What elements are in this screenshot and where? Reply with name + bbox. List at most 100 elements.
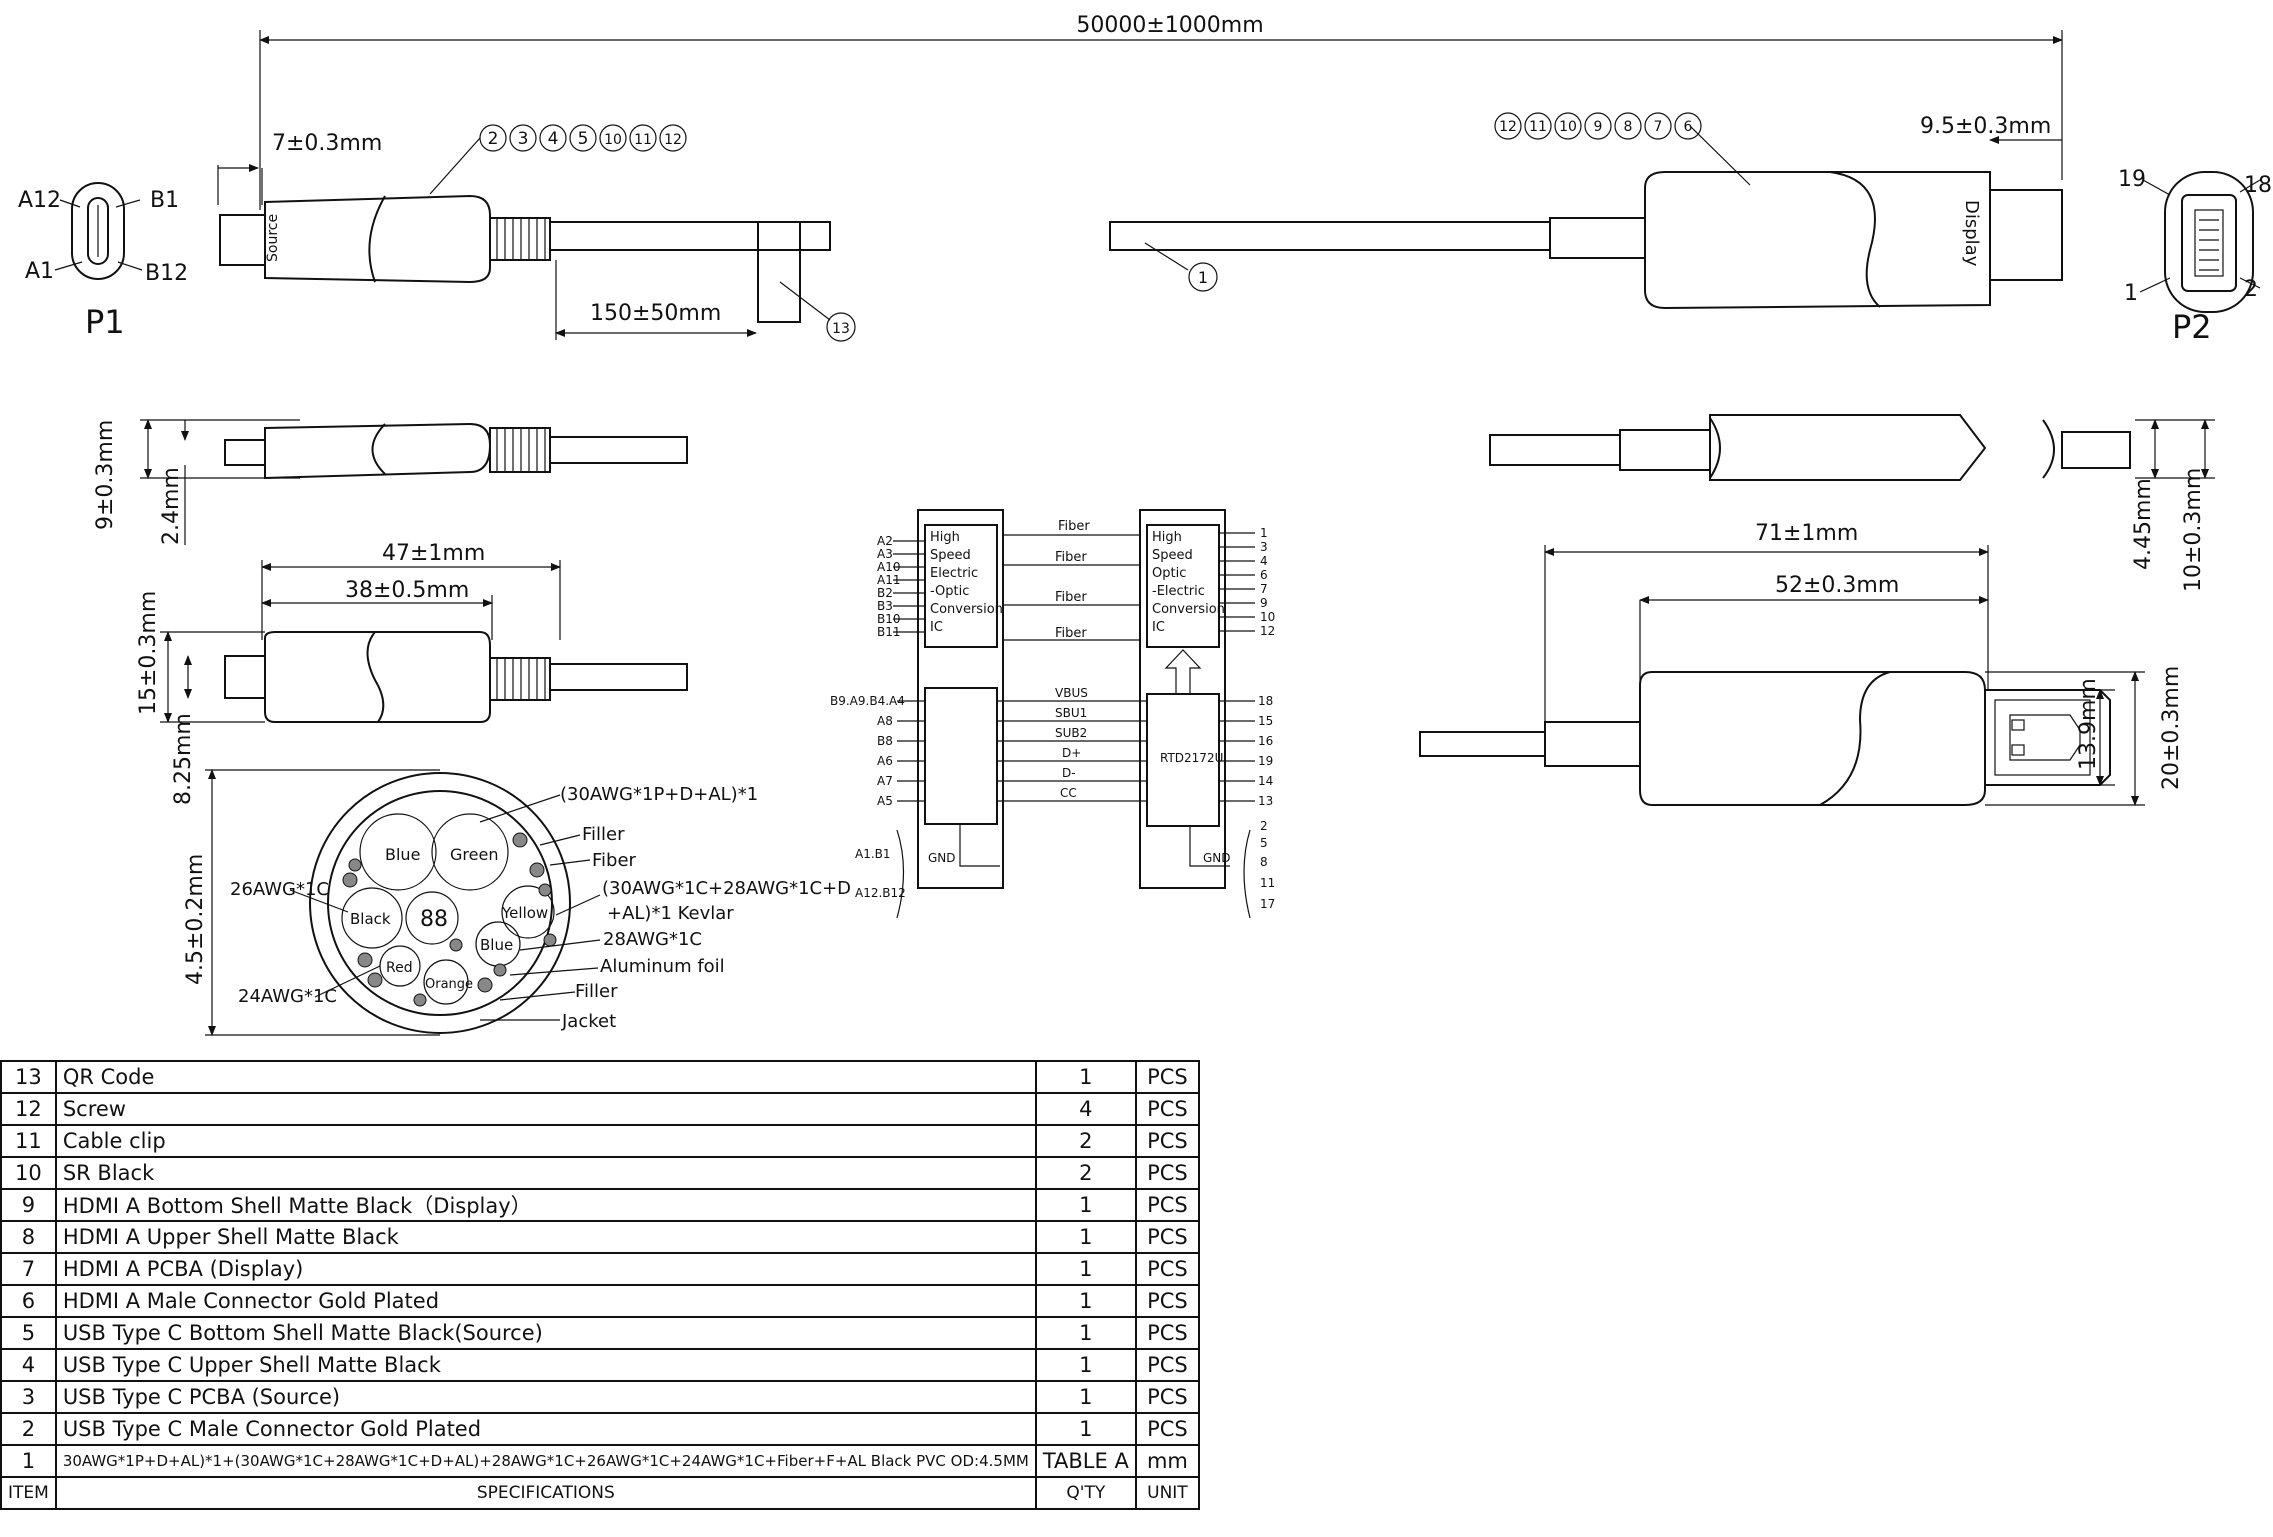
svg-text:19: 19 — [2118, 167, 2146, 192]
bom-item: 9 — [0, 1188, 57, 1222]
p2-lead-dimension: 9.5±0.3mm — [1920, 114, 2062, 144]
p2-label: P2 — [2172, 308, 2212, 346]
svg-text:47±1mm: 47±1mm — [382, 541, 485, 566]
svg-text:15: 15 — [1258, 714, 1273, 728]
svg-text:+AL)*1 Kevlar: +AL)*1 Kevlar — [607, 903, 734, 924]
balloon: 8 — [1624, 119, 1633, 135]
svg-text:1: 1 — [1198, 268, 1208, 287]
balloon: 10 — [1559, 119, 1577, 135]
svg-text:2.4mm: 2.4mm — [159, 467, 184, 545]
svg-text:6: 6 — [1260, 568, 1268, 582]
p2-connector-top: Display — [1109, 171, 2063, 310]
svg-text:Conversion: Conversion — [930, 602, 1003, 617]
svg-text:Filler: Filler — [582, 824, 625, 845]
svg-text:4: 4 — [1260, 554, 1268, 568]
svg-text:19: 19 — [1258, 754, 1273, 768]
svg-text:8.25mm: 8.25mm — [171, 713, 196, 805]
p1-connector-top: Source — [219, 194, 831, 323]
svg-text:9: 9 — [1260, 596, 1268, 610]
bom-header-qty: Q'TY — [1034, 1476, 1137, 1510]
balloon: 10 — [604, 132, 622, 148]
svg-text:Blue: Blue — [480, 936, 513, 954]
svg-text:88: 88 — [420, 907, 448, 932]
svg-text:VBUS: VBUS — [1055, 686, 1088, 700]
bom-item: 4 — [0, 1348, 57, 1382]
cable-balloon: 1 — [1188, 262, 1218, 292]
p1-lead-label: 7±0.3mm — [272, 131, 382, 156]
svg-text:Black: Black — [350, 910, 391, 928]
balloon: 7 — [1654, 119, 1663, 135]
svg-text:1: 1 — [1260, 526, 1268, 540]
bom-unit: PCS — [1134, 1124, 1201, 1158]
bom-spec: HDMI A Upper Shell Matte Black — [54, 1220, 1037, 1254]
svg-text:12: 12 — [1260, 624, 1275, 638]
svg-text:Speed: Speed — [930, 548, 971, 563]
svg-text:A7: A7 — [877, 774, 893, 788]
svg-text:18: 18 — [2244, 173, 2272, 198]
svg-text:B10: B10 — [877, 612, 901, 626]
balloon: 3 — [518, 129, 529, 149]
svg-text:Fiber: Fiber — [592, 850, 637, 871]
svg-text:8: 8 — [1260, 855, 1268, 869]
p1-front-view: 47±1mm 38±0.5mm 15±0.3mm 8.25mm — [136, 541, 688, 805]
svg-text:A1: A1 — [25, 259, 54, 284]
p2-end-view: 19 18 1 2 P2 — [2118, 167, 2272, 346]
svg-text:Filler: Filler — [575, 981, 618, 1002]
svg-text:A6: A6 — [877, 754, 893, 768]
p2-side-view: 4.45mm 10±0.3mm — [1489, 414, 2215, 592]
bom-qty: 1 — [1034, 1380, 1137, 1414]
bom-qty: 1 — [1034, 1412, 1137, 1446]
bom-spec: Screw — [54, 1092, 1037, 1126]
bom-item: 12 — [0, 1092, 57, 1126]
bom-spec: HDMI A PCBA (Display) — [54, 1252, 1037, 1286]
bom-qty: 4 — [1034, 1092, 1137, 1126]
svg-text:Fiber: Fiber — [1055, 550, 1087, 565]
svg-text:3: 3 — [1260, 540, 1268, 554]
bom-item: 11 — [0, 1124, 57, 1158]
bom-qty: 1 — [1034, 1220, 1137, 1254]
bom-qty: 2 — [1034, 1156, 1137, 1190]
bom-qty: 2 — [1034, 1124, 1137, 1158]
svg-text:Green: Green — [450, 845, 498, 864]
bom-unit: PCS — [1134, 1380, 1201, 1414]
source-label: Source — [265, 214, 281, 262]
overall-length-dimension: 50000±1000mm — [259, 13, 2063, 210]
svg-text:Fiber: Fiber — [1055, 590, 1087, 605]
svg-text:16: 16 — [1258, 734, 1273, 748]
balloon: 11 — [634, 132, 652, 148]
svg-text:15±0.3mm: 15±0.3mm — [136, 591, 161, 715]
svg-text:Aluminum foil: Aluminum foil — [600, 956, 725, 977]
bom-unit: PCS — [1134, 1316, 1201, 1350]
svg-text:Orange: Orange — [425, 977, 473, 992]
bom-item: 2 — [0, 1412, 57, 1446]
p2-front-view: 71±1mm 52±0.3mm 13.9mm 20±0.3mm — [1419, 521, 2184, 806]
wiring-schematic: High Speed Electric -Optic Conversion IC… — [830, 509, 1275, 919]
svg-text:CC: CC — [1060, 786, 1077, 800]
balloon: 5 — [578, 129, 589, 149]
p2-lead-label: 9.5±0.3mm — [1920, 114, 2051, 139]
svg-text:Fiber: Fiber — [1055, 626, 1087, 641]
bom-qty: 1 — [1034, 1316, 1137, 1350]
bom-qty: TABLE A — [1034, 1444, 1137, 1478]
bom-item: 6 — [0, 1284, 57, 1318]
balloon: 6 — [1684, 119, 1693, 135]
bom-unit: PCS — [1134, 1060, 1201, 1094]
bom-item: 7 — [0, 1252, 57, 1286]
svg-text:GND: GND — [1203, 851, 1231, 865]
svg-text:4.45mm: 4.45mm — [2131, 478, 2156, 570]
svg-text:38±0.5mm: 38±0.5mm — [345, 578, 469, 603]
bom-qty: 1 — [1034, 1060, 1137, 1094]
bom-qty: 1 — [1034, 1252, 1137, 1286]
bom-unit: PCS — [1134, 1156, 1201, 1190]
p1-end-view: A12 B1 A1 B12 P1 — [18, 182, 188, 341]
